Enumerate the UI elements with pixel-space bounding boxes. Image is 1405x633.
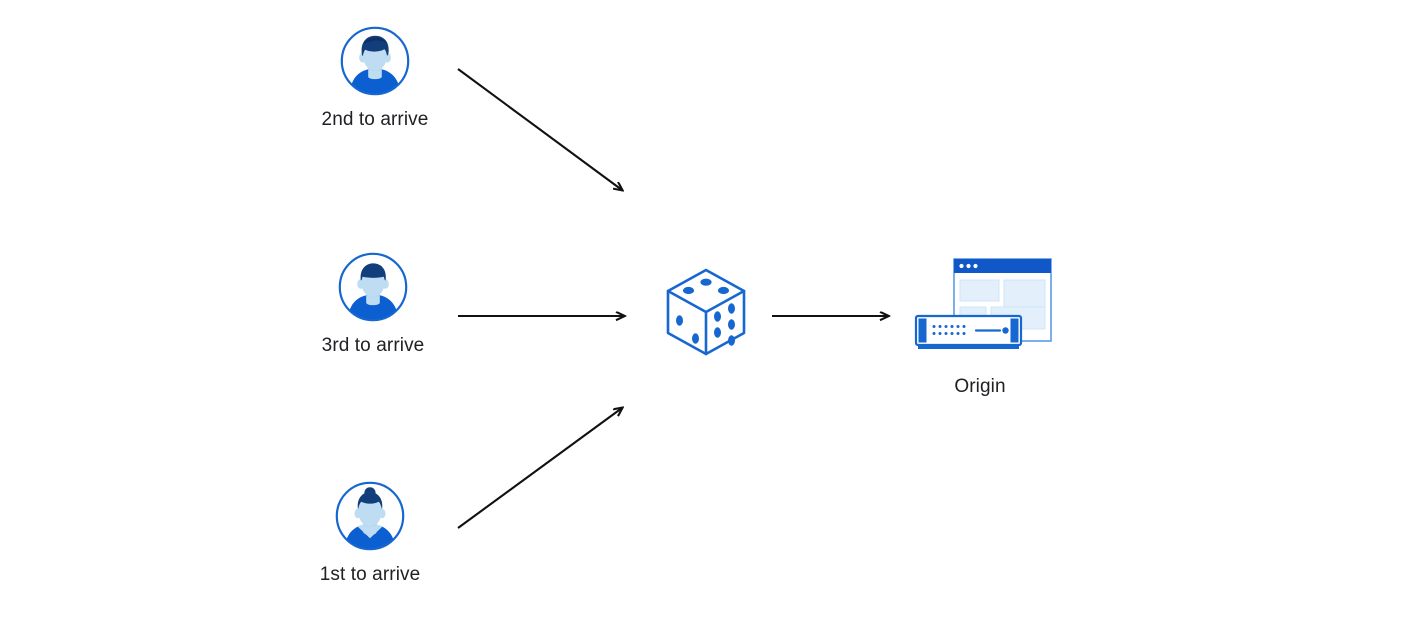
origin-label: Origin [954, 376, 1006, 397]
avatar [338, 24, 412, 98]
origin-graphic [910, 255, 1052, 363]
avatar-male-short-hair-icon [338, 252, 408, 322]
arrow-1st-to-dice [457, 408, 622, 529]
client-node-3rd: 3rd to arrive [303, 250, 443, 358]
client-label-2nd: 2nd to arrive [321, 109, 429, 130]
dice-icon [666, 268, 746, 356]
arrow-2nd-to-dice [457, 68, 622, 190]
client-label-1st: 1st to arrive [319, 564, 421, 585]
avatar [336, 250, 410, 324]
server-appliance-graphic [914, 314, 1023, 349]
randomizer-node [651, 262, 761, 362]
avatar-female-bun-icon [335, 481, 405, 551]
client-node-1st: 1st to arrive [300, 479, 440, 587]
avatar-male-wavy-hair-icon [340, 26, 410, 96]
client-label-3rd: 3rd to arrive [321, 335, 425, 356]
origin-server-icon [914, 258, 1052, 349]
client-node-2nd: 2nd to arrive [305, 24, 445, 132]
origin-node: Origin [890, 255, 1070, 399]
avatar [333, 479, 407, 553]
